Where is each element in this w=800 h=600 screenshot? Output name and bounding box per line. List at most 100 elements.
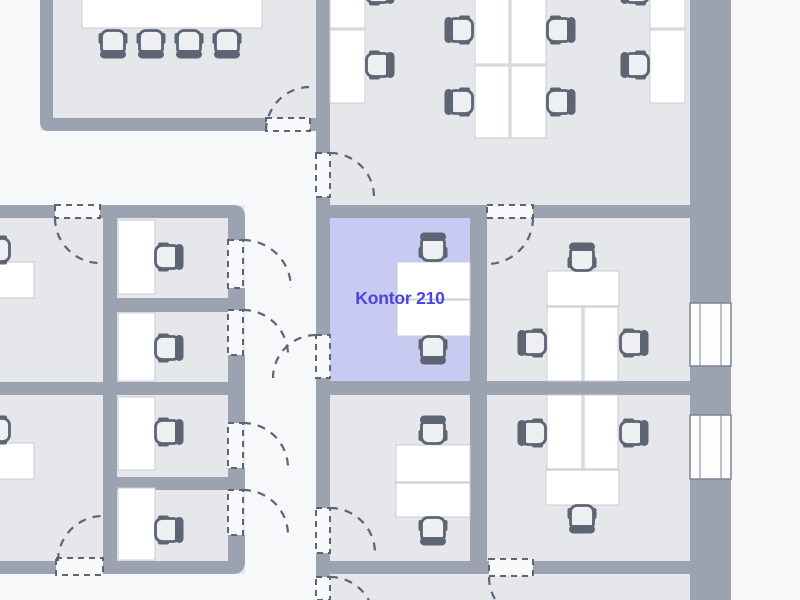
door-leaf bbox=[315, 576, 331, 600]
chair bbox=[97, 29, 129, 60]
desks bbox=[0, 0, 686, 561]
door-swing-arc bbox=[242, 308, 290, 356]
door-swing-arc bbox=[487, 576, 497, 600]
wall-segment bbox=[690, 479, 731, 600]
wall-segment bbox=[100, 205, 245, 218]
chair bbox=[443, 86, 474, 118]
door-swing-arc bbox=[242, 421, 290, 469]
window bbox=[689, 414, 732, 480]
desk bbox=[546, 306, 583, 382]
wall-segment bbox=[533, 205, 690, 218]
door-swing-arc bbox=[486, 217, 535, 266]
desk bbox=[649, 0, 686, 29]
door-swing-arc bbox=[329, 506, 377, 554]
desk bbox=[117, 487, 156, 561]
chair bbox=[619, 49, 650, 81]
desk bbox=[583, 394, 619, 470]
meeting-table bbox=[81, 0, 263, 29]
room-label-kontor-210: Kontor 210 bbox=[355, 288, 445, 308]
wall-segment bbox=[103, 561, 245, 574]
desk bbox=[0, 442, 35, 480]
desk bbox=[649, 29, 686, 104]
desk bbox=[117, 396, 156, 471]
wall-segment bbox=[330, 381, 690, 395]
door-swing-arc bbox=[242, 488, 290, 536]
chair bbox=[365, 49, 396, 81]
wall-segment bbox=[228, 535, 245, 561]
chair bbox=[417, 516, 449, 547]
chair bbox=[417, 231, 449, 262]
walls bbox=[0, 0, 731, 600]
desk bbox=[395, 482, 471, 518]
door-swing-arc bbox=[271, 333, 317, 379]
chair bbox=[417, 335, 449, 366]
chair bbox=[154, 416, 185, 448]
door-swing-arc bbox=[242, 238, 293, 289]
chair bbox=[173, 29, 205, 60]
chair bbox=[417, 414, 449, 445]
desk bbox=[396, 261, 471, 300]
wall-segment bbox=[330, 205, 487, 218]
chair bbox=[154, 332, 185, 364]
wall-segment bbox=[316, 378, 330, 508]
desk bbox=[546, 270, 620, 307]
door-leaf bbox=[486, 204, 534, 219]
doors bbox=[53, 85, 535, 600]
wall-segment bbox=[470, 218, 487, 381]
desk bbox=[117, 219, 156, 295]
door-leaf bbox=[55, 557, 104, 576]
chair bbox=[619, 417, 650, 449]
door-leaf bbox=[227, 239, 244, 289]
chair bbox=[0, 234, 11, 266]
chair bbox=[516, 327, 547, 359]
desk bbox=[545, 469, 620, 506]
desk bbox=[395, 444, 471, 483]
wall-segment bbox=[690, 0, 731, 303]
desk bbox=[474, 65, 510, 139]
desk bbox=[510, 0, 547, 65]
chair bbox=[516, 417, 547, 449]
chair bbox=[135, 29, 167, 60]
window bbox=[689, 302, 732, 367]
chair bbox=[619, 327, 650, 359]
windows bbox=[689, 302, 732, 480]
door-swing-arc bbox=[264, 85, 311, 132]
wall-segment bbox=[316, 553, 330, 577]
wall-segment bbox=[0, 561, 56, 574]
door-leaf bbox=[315, 334, 331, 379]
chair bbox=[154, 514, 185, 546]
wall-segment bbox=[690, 366, 731, 415]
door-leaf bbox=[265, 117, 311, 132]
wall-segment bbox=[470, 395, 487, 561]
wall-segment bbox=[316, 197, 330, 335]
wall-segment bbox=[330, 561, 489, 574]
wall-segment bbox=[228, 218, 245, 240]
chair bbox=[211, 29, 243, 60]
wall-segment bbox=[316, 0, 330, 153]
door-swing-arc bbox=[53, 217, 101, 265]
wall-segment bbox=[0, 382, 245, 395]
desk bbox=[0, 261, 35, 299]
wall-segment bbox=[533, 561, 690, 574]
chair bbox=[566, 241, 598, 272]
door-leaf bbox=[54, 204, 101, 219]
wall-segment bbox=[310, 118, 316, 131]
wall-segment bbox=[228, 288, 245, 310]
door-leaf bbox=[227, 309, 244, 356]
desk bbox=[474, 0, 510, 65]
wall-segment bbox=[117, 477, 228, 490]
chair bbox=[0, 414, 11, 446]
chair bbox=[546, 86, 577, 118]
door-leaf bbox=[227, 489, 244, 536]
desk bbox=[329, 29, 366, 104]
door-swing-arc bbox=[329, 151, 376, 198]
wall-segment bbox=[0, 205, 55, 218]
door-swing-arc bbox=[56, 514, 104, 562]
desk bbox=[546, 394, 583, 470]
chair bbox=[546, 14, 577, 46]
chair bbox=[566, 504, 598, 535]
wall-segment bbox=[228, 468, 245, 490]
desk bbox=[117, 312, 156, 382]
